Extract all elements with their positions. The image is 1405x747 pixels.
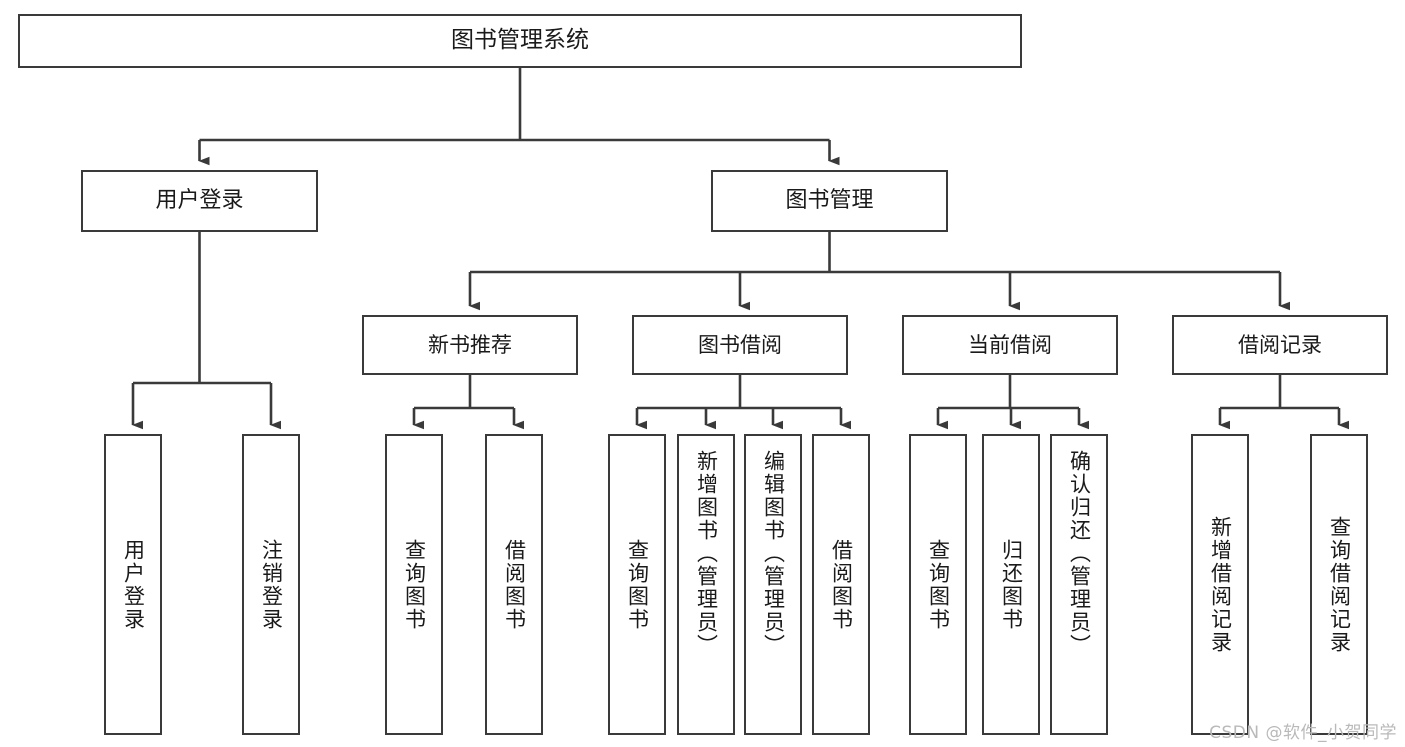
leaf-text-wrap: 注销登录	[244, 436, 298, 733]
node-label: 用户登录	[121, 538, 146, 631]
leaf-node-6: 编辑图书（管理员）	[744, 434, 802, 735]
node-label: 借阅记录	[1238, 332, 1322, 357]
node-label: 图书管理系统	[451, 27, 589, 54]
leaf-text-wrap: 查询图书	[387, 436, 441, 733]
node-label: 归还图书	[999, 538, 1024, 631]
node-label: 当前借阅	[968, 332, 1052, 357]
leaf-node-4: 查询图书	[608, 434, 666, 735]
leaf-node-2: 查询图书	[385, 434, 443, 735]
level2-node-0: 用户登录	[81, 170, 318, 232]
node-label: 查询图书	[402, 538, 427, 631]
level2-node-1: 图书管理	[711, 170, 948, 232]
leaf-text-wrap: 确认归还（管理员）	[1052, 436, 1106, 733]
leaf-node-0: 用户登录	[104, 434, 162, 735]
leaf-text-wrap: 编辑图书（管理员）	[746, 436, 800, 733]
node-label: 借阅图书	[502, 538, 527, 631]
leaf-node-7: 借阅图书	[812, 434, 870, 735]
level3-node-3: 借阅记录	[1172, 315, 1388, 375]
level3-node-0: 新书推荐	[362, 315, 578, 375]
leaf-text-wrap: 查询图书	[911, 436, 965, 733]
level3-node-2: 当前借阅	[902, 315, 1118, 375]
node-label: 查询借阅记录	[1327, 515, 1352, 654]
node-label: 新增图书（管理员）	[694, 450, 719, 657]
leaf-node-10: 确认归还（管理员）	[1050, 434, 1108, 735]
leaf-node-11: 新增借阅记录	[1191, 434, 1249, 735]
node-label: 图书借阅	[698, 332, 782, 357]
leaf-node-9: 归还图书	[982, 434, 1040, 735]
leaf-node-1: 注销登录	[242, 434, 300, 735]
node-label: 用户登录	[155, 188, 244, 214]
node-label: 新书推荐	[428, 332, 512, 357]
level3-node-1: 图书借阅	[632, 315, 848, 375]
leaf-text-wrap: 用户登录	[106, 436, 160, 733]
leaf-text-wrap: 新增图书（管理员）	[679, 436, 733, 733]
node-label: 查询图书	[625, 538, 650, 631]
node-label: 编辑图书（管理员）	[761, 450, 786, 657]
leaf-node-8: 查询图书	[909, 434, 967, 735]
node-label: 借阅图书	[829, 538, 854, 631]
node-label: 查询图书	[926, 538, 951, 631]
leaf-text-wrap: 借阅图书	[814, 436, 868, 733]
csdn-watermark: CSDN @软件_小贺同学	[1209, 723, 1397, 743]
node-label: 图书管理	[785, 188, 874, 214]
leaf-text-wrap: 借阅图书	[487, 436, 541, 733]
root-node-0: 图书管理系统	[18, 14, 1022, 68]
node-label: 确认归还（管理员）	[1067, 450, 1092, 657]
leaf-node-5: 新增图书（管理员）	[677, 434, 735, 735]
leaf-node-12: 查询借阅记录	[1310, 434, 1368, 735]
leaf-text-wrap: 查询图书	[610, 436, 664, 733]
node-label: 注销登录	[259, 538, 284, 631]
leaf-text-wrap: 查询借阅记录	[1312, 436, 1366, 733]
leaf-text-wrap: 新增借阅记录	[1193, 436, 1247, 733]
leaf-node-3: 借阅图书	[485, 434, 543, 735]
node-label: 新增借阅记录	[1208, 515, 1233, 654]
leaf-text-wrap: 归还图书	[984, 436, 1038, 733]
